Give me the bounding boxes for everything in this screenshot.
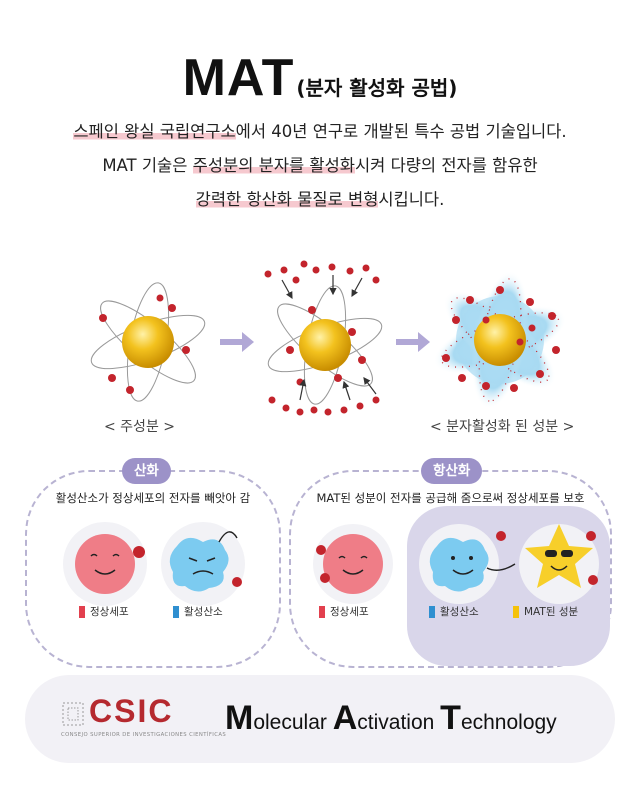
description-text: 에서 40년 연구로 개발된 특수 공법 기술입니다.: [235, 122, 567, 141]
footer-banner: CSIC CONSEJO SUPERIOR DE INVESTIGACIONES…: [25, 675, 615, 763]
csic-logo: CSIC CONSEJO SUPERIOR DE INVESTIGACIONES…: [61, 693, 226, 739]
description-highlight: 강력한 항산화 물질로 변형: [195, 190, 379, 209]
title-sub: (분자 활성화 공법): [296, 76, 458, 100]
oxidation-badge: 산화: [122, 458, 171, 484]
description-text: 시킵니다.: [378, 190, 445, 209]
antioxidation-badge: 항산화: [421, 458, 483, 484]
oxidation-illustration: [63, 522, 245, 606]
atom-illustration: [90, 260, 567, 416]
arrow-right-icon: [418, 332, 430, 352]
legend-normal-cell: 정상세포: [79, 604, 129, 619]
oxidation-note: 활성산소가 정상세포의 전자를 빼앗아 감: [55, 491, 251, 505]
mat-full-name: Molecular Activation Technology: [225, 699, 557, 737]
normal-cell-icon: [323, 534, 383, 594]
title-main: MAT: [182, 49, 295, 107]
mat-ingredient-icon: [525, 524, 593, 588]
description-line-3: 강력한 항산화 물질로 변형시킵니다.: [0, 186, 640, 210]
free-radical-icon: [169, 537, 229, 592]
caption-main-ingredient: < 주성분 >: [104, 419, 176, 435]
normal-cell-icon: [75, 534, 135, 594]
csic-wordmark: CSIC: [89, 693, 174, 729]
atom-basic: [90, 282, 206, 402]
antioxidation-note: MAT된 성분이 전자를 공급해 줌으로써 정상세포를 보호: [316, 491, 585, 505]
arrow-right-icon: [242, 332, 254, 352]
legend-free-radical: 활성산소: [429, 604, 479, 619]
legend-mat-ingredient: MAT된 성분: [513, 604, 578, 619]
caption-activated-ingredient: < 분자활성화 된 성분 >: [430, 419, 575, 435]
free-radical-icon: [429, 537, 489, 592]
oxidation-panel: 산화 활성산소가 정상세포의 전자를 빼앗아 감 정상세포 활성산소: [25, 458, 281, 668]
description-highlight: 주성분의 분자를 활성화: [192, 156, 355, 175]
page-title: MAT(분자 활성화 공법): [0, 48, 640, 108]
description-highlight: 스페인 왕실 국립연구소: [73, 122, 236, 141]
antioxidation-panel: 항산화 MAT된 성분이 전자를 공급해 줌으로써 정상세포를 보호 정상세포 …: [289, 458, 612, 668]
csic-tagline: CONSEJO SUPERIOR DE INVESTIGACIONES CIEN…: [61, 732, 227, 738]
description-line-1: 스페인 왕실 국립연구소에서 40년 연구로 개발된 특수 공법 기술입니다.: [0, 118, 640, 142]
csic-emblem-icon: [62, 702, 84, 726]
description-line-2: MAT 기술은 주성분의 분자를 활성화시켜 다량의 전자를 함유한: [0, 152, 640, 176]
legend-free-radical: 활성산소: [173, 604, 223, 619]
legend-normal-cell: 정상세포: [319, 604, 369, 619]
atom-absorbing: [264, 260, 383, 416]
atom-activated: [433, 270, 567, 410]
description-text: 시켜 다량의 전자를 함유한: [354, 156, 538, 175]
antioxidation-illustration: [313, 524, 599, 604]
description-text: MAT 기술은: [102, 156, 193, 175]
